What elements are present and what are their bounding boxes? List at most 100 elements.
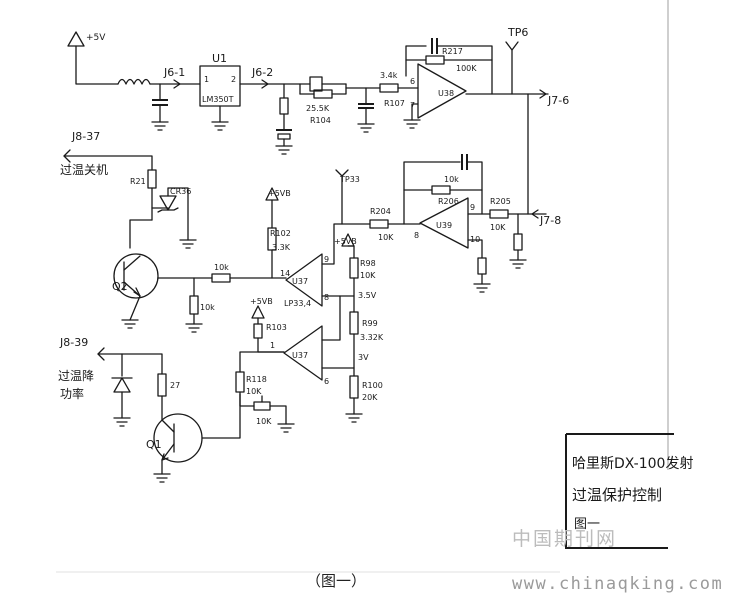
v35-label: 3.5V <box>358 291 377 300</box>
r21-resistor <box>147 169 157 189</box>
u37-section: +5VB R102 3.3K 14 U37 9 8 LP33,4 +5VB R9… <box>239 187 384 423</box>
ground-symbol <box>179 239 197 249</box>
q1-collector <box>161 419 175 433</box>
j7-8-label: J7-8 <box>539 214 561 227</box>
u39-label: U39 <box>436 221 452 230</box>
resistor <box>513 233 523 251</box>
r103-resistor <box>253 323 263 339</box>
r107-resistor <box>379 83 399 93</box>
u38-opamp <box>417 63 467 119</box>
wire <box>467 239 483 259</box>
r102-value: 3.3K <box>272 243 291 252</box>
ground-symbol <box>357 123 375 133</box>
lp33-4-label: LP33,4 <box>284 299 311 308</box>
r-10k-c-label: 10K <box>256 417 272 426</box>
plus5vb-label-1: +5VB <box>268 189 291 198</box>
r98-value: 10K <box>360 271 376 280</box>
resistor <box>477 257 487 275</box>
q1-label: Q1 <box>146 438 162 451</box>
r100-label: R100 <box>362 381 383 390</box>
u37-pin8: 8 <box>324 293 329 302</box>
ground-symbol <box>211 121 229 131</box>
wire <box>239 351 285 373</box>
ground-symbol <box>473 283 491 293</box>
plus5vb-arrow-3 <box>251 305 265 319</box>
tp6-probe <box>505 41 513 95</box>
r99-resistor <box>349 311 359 335</box>
tp33-probe <box>341 169 349 177</box>
r-10k-series-label: 10k <box>214 263 229 272</box>
r217-resistor <box>425 55 445 65</box>
u1-pin1-label: 1 <box>204 75 209 84</box>
overtemp-reduce-section: J8-39 过温降 功率 27 Q1 R118 10K 10K <box>58 336 295 483</box>
r206-value: 10k <box>444 175 459 184</box>
feedback-wire <box>405 45 427 77</box>
wire <box>129 295 141 321</box>
r27-resistor <box>157 373 167 397</box>
crystal <box>309 76 323 92</box>
r103-label: R103 <box>266 323 287 332</box>
u37-pin1: 1 <box>270 341 275 350</box>
r217-label: R217 <box>442 47 463 56</box>
plus5vb-label-2: +5VB <box>334 237 357 246</box>
capacitor-polar <box>277 133 291 140</box>
u39-pin8: 8 <box>414 231 419 240</box>
r98-resistor <box>349 257 359 279</box>
ground-symbol <box>345 413 363 423</box>
v3-label: 3V <box>358 353 369 362</box>
r118-value: 10K <box>246 387 262 396</box>
r204-label: R204 <box>370 207 391 216</box>
r204-resistor <box>369 219 389 229</box>
r107-value: 3.4k <box>380 71 398 80</box>
ground-symbol <box>277 423 295 433</box>
j6-2-label: J6-2 <box>251 66 273 79</box>
plus5v-arrow-symbol <box>67 31 85 47</box>
u37-top-label: U37 <box>292 277 308 286</box>
u1-part-label: LM350T <box>202 95 234 104</box>
r99-value: 3.32K <box>360 333 384 342</box>
title-block-border <box>565 434 668 549</box>
r205-label: R205 <box>490 197 511 206</box>
j7-6-arrow <box>539 89 547 99</box>
wire <box>97 353 163 375</box>
j7-6-label: J7-6 <box>547 94 569 107</box>
wire <box>269 405 287 425</box>
r104-label: R104 <box>310 116 331 125</box>
r100-resistor <box>349 375 359 399</box>
r104-value: 25.5K <box>306 104 330 113</box>
title-block: 哈里斯DX-100发射 过温保护控制 图一 <box>565 433 693 549</box>
ground-symbol <box>275 145 293 155</box>
title-line-2: 过温保护控制 <box>572 486 662 504</box>
plus5vb-label-3: +5VB <box>250 297 273 306</box>
ground-symbol <box>151 121 169 131</box>
watermark-url: www.chinaqking.com <box>512 574 724 594</box>
j7-8-arrow <box>531 209 539 219</box>
ground-symbol <box>113 417 131 427</box>
tp33-label: TP33 <box>339 175 360 184</box>
j6-2-arrow <box>261 79 269 89</box>
feedback-wire <box>403 161 461 225</box>
figure-caption: （图一） <box>306 572 367 590</box>
j8-37-label: J8-37 <box>71 130 100 143</box>
inductor <box>117 78 151 85</box>
feedback-wire <box>466 161 483 215</box>
ground-symbol <box>153 473 171 483</box>
wire <box>63 155 153 171</box>
ground-symbol <box>121 319 139 329</box>
title-line-1: 哈里斯DX-100发射 <box>572 456 693 472</box>
ground-symbol <box>403 119 421 129</box>
potentiometer <box>253 401 271 411</box>
r204-value: 10K <box>378 233 394 242</box>
watermark-chinese: 中国期刊网 <box>512 528 618 550</box>
wire <box>347 245 355 259</box>
r217-value: 100K <box>456 64 477 73</box>
r98-label: R98 <box>360 259 376 268</box>
r-10k-a-label: 10k <box>200 303 215 312</box>
wire <box>411 103 419 121</box>
r118-resistor <box>235 371 245 393</box>
wire <box>239 391 255 407</box>
u38-label: U38 <box>438 89 454 98</box>
top-supply-section: +5V J6-1 U1 LM350T 1 2 J6-2 25.5K <box>67 26 569 215</box>
j6-1-arrow <box>173 79 181 89</box>
